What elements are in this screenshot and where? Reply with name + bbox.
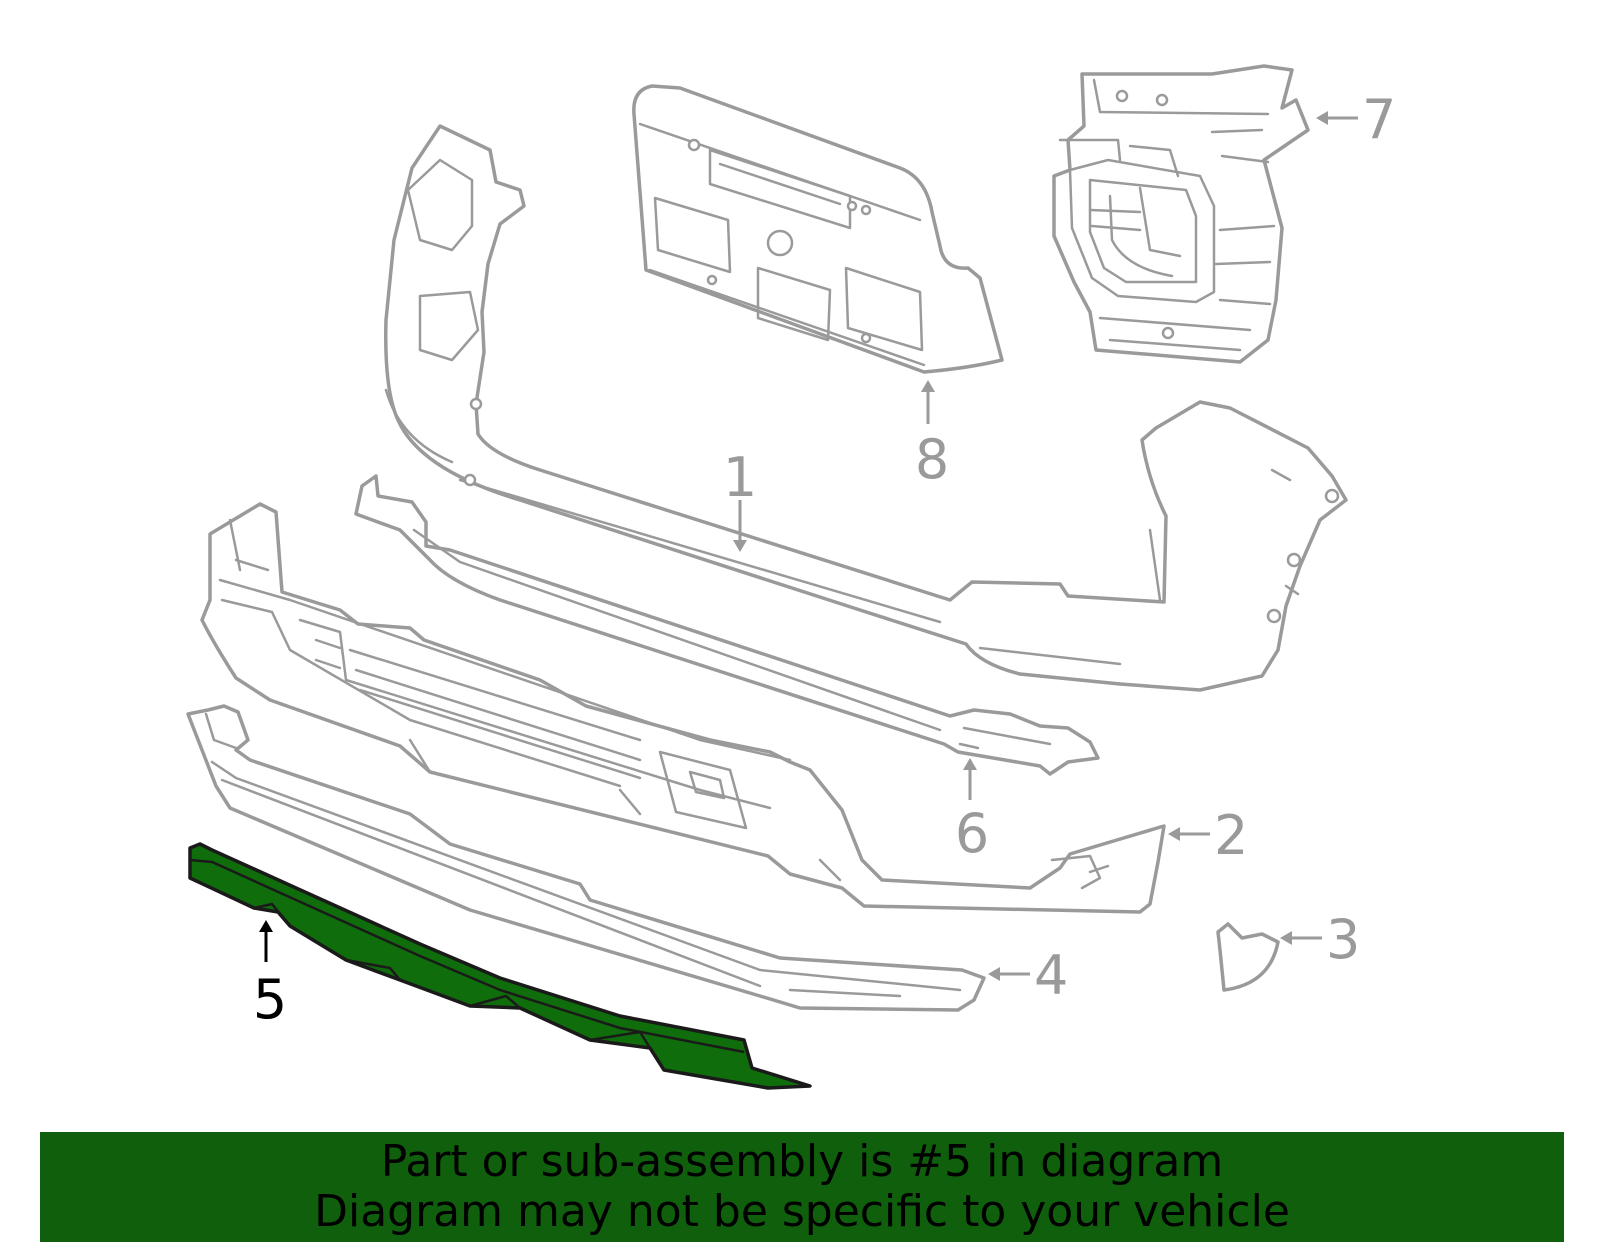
part-7-side-bracket <box>1052 64 1310 364</box>
part-2-lower-fascia <box>200 502 1166 914</box>
callout-label-6: 6 <box>955 802 989 865</box>
callout-5: 5 <box>253 920 287 1031</box>
banner-line-2: Diagram may not be specific to your vehi… <box>314 1186 1290 1237</box>
callout-8: 8 <box>915 380 949 491</box>
callout-4: 4 <box>988 944 1068 1007</box>
callout-1: 1 <box>723 446 757 552</box>
banner-line-1: Part or sub-assembly is #5 in diagram <box>380 1136 1224 1187</box>
part-1-bumper-cover <box>384 124 1348 692</box>
callout-2: 2 <box>1168 804 1248 867</box>
part-5-air-deflector <box>188 842 812 1090</box>
callout-label-4: 4 <box>1034 944 1068 1007</box>
part-4-lower-valance <box>186 704 986 1012</box>
callout-label-5: 5 <box>253 968 287 1031</box>
callout-3: 3 <box>1280 908 1360 971</box>
callout-7: 7 <box>1316 88 1396 151</box>
part-3-clip <box>1216 922 1280 992</box>
part-8-license-plate-bracket <box>632 84 1004 374</box>
callout-label-3: 3 <box>1326 908 1360 971</box>
callout-label-2: 2 <box>1214 804 1248 867</box>
callout-label-1: 1 <box>723 446 757 509</box>
callout-label-7: 7 <box>1362 88 1396 151</box>
callout-6: 6 <box>955 758 989 865</box>
callout-label-8: 8 <box>915 428 949 491</box>
info-banner: Part or sub-assembly is #5 in diagram Di… <box>40 1132 1564 1242</box>
part-6-reinforcement-bar <box>354 474 1100 776</box>
